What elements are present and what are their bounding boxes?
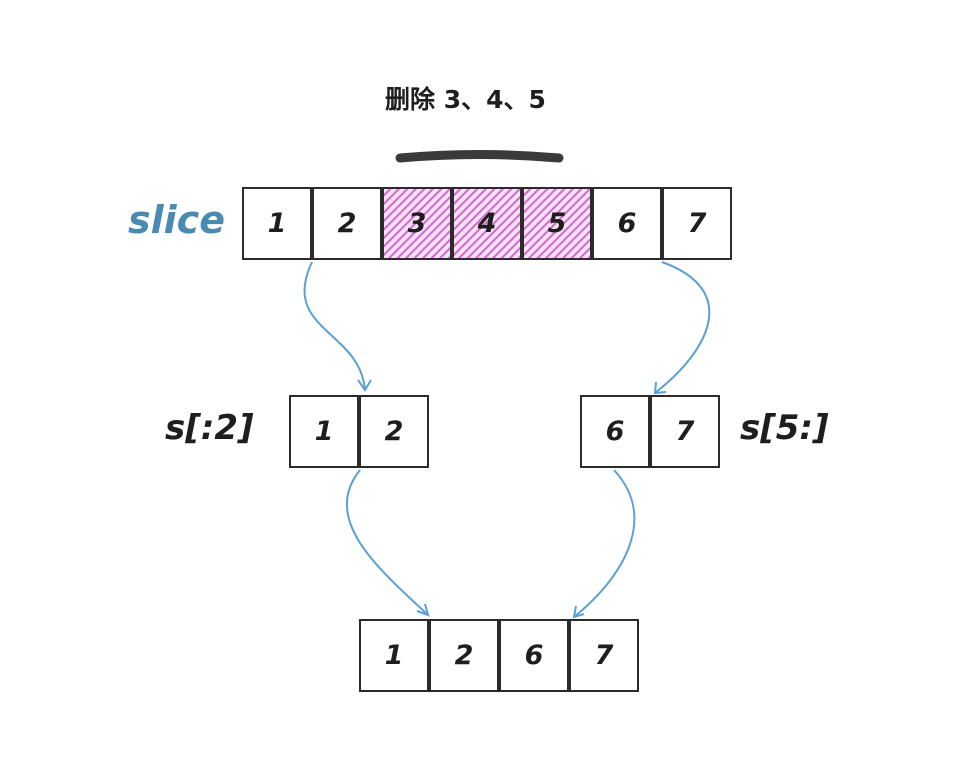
left-part-label: s[:2] [165,408,254,448]
arrow-head-left [357,379,372,392]
right-part-label: s[5:] [740,408,829,448]
result-cell: 7 [569,619,639,692]
slice-cell: 7 [662,187,732,260]
slice-cell: 6 [592,187,662,260]
result-cell: 2 [429,619,499,692]
slice-cell-removed: 5 [522,187,592,260]
arrow-slice-to-left [303,261,366,391]
result-cell: 6 [499,619,569,692]
slice-cell-removed: 4 [452,187,522,260]
slice-cell: 2 [312,187,382,260]
arrow-head-right [653,381,667,395]
left-part-cell: 2 [359,395,429,468]
right-part-cell: 6 [580,395,650,468]
arrow-head-left-result [416,603,430,617]
diagram-title: 删除 3、4、5 [385,85,546,114]
slice-label: slice [128,198,225,242]
slice-cell: 1 [242,187,312,260]
arrow-slice-to-right [654,261,711,394]
arrow-head-right-result [572,605,585,619]
slice-cell-removed: 3 [382,187,452,260]
result-cell: 1 [359,619,429,692]
arrow-left-to-result [346,469,429,616]
left-part-cell: 1 [289,395,359,468]
arrow-right-to-result [573,469,636,618]
removal-bracket [395,150,564,163]
right-part-cell: 7 [650,395,720,468]
